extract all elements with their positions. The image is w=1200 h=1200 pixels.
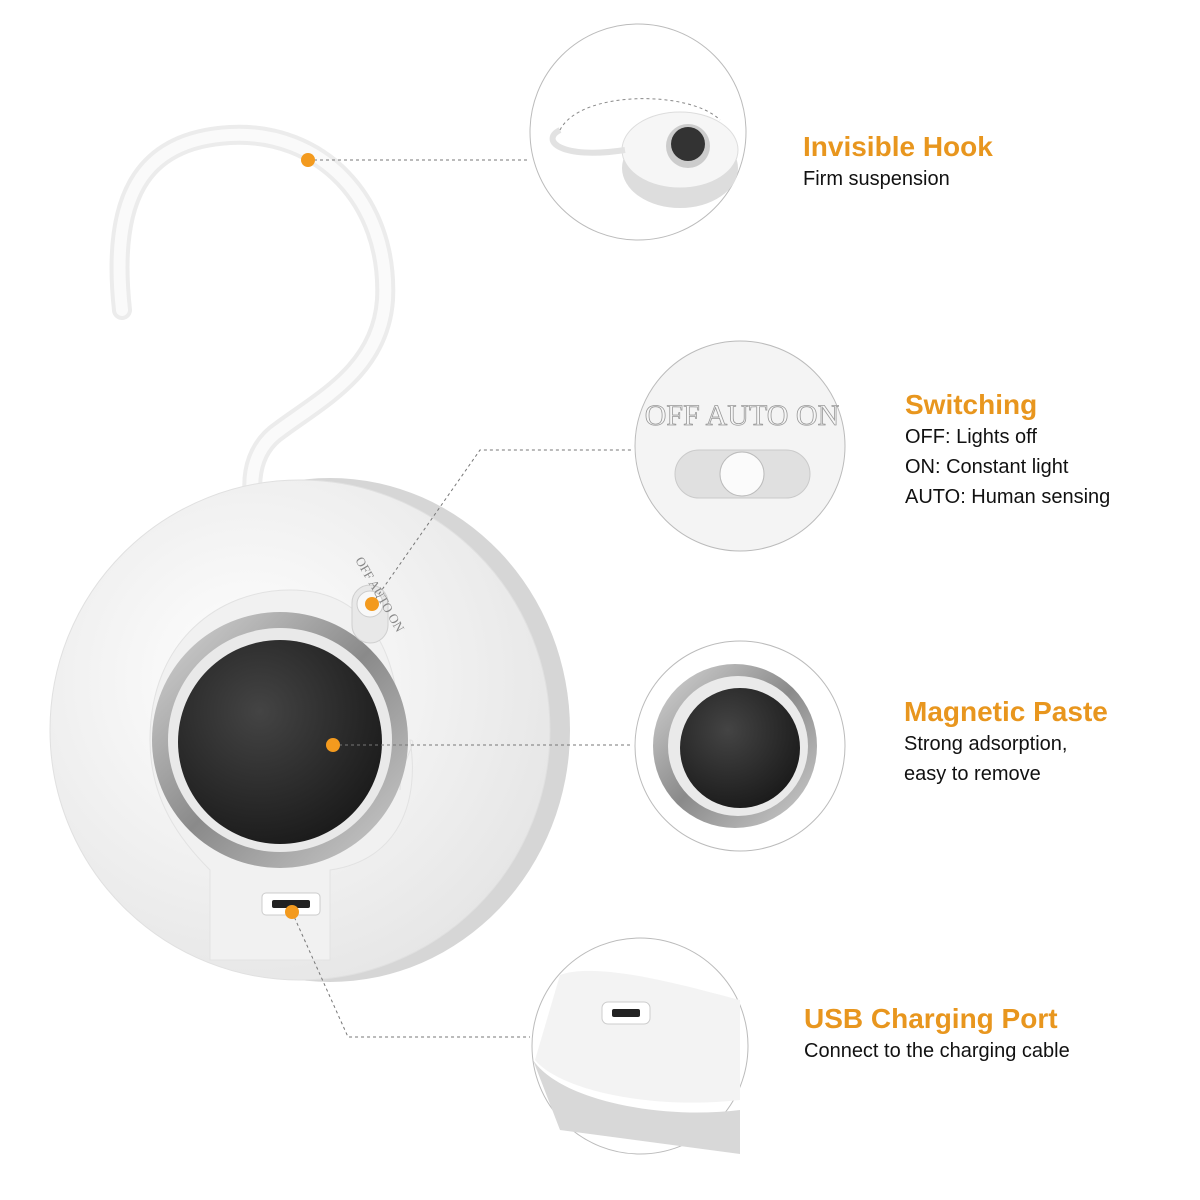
hook-detail-circle (529, 23, 747, 241)
feature-description: easy to remove (904, 763, 1041, 785)
feature-invisible-hook: Invisible Hook Firm suspension (803, 130, 993, 194)
feature-title: USB Charging Port (804, 1003, 1058, 1034)
switch-engraving-closeup: OFF AUTO ON (645, 399, 840, 432)
feature-magnetic-paste: Magnetic Paste Strong adsorption, easy t… (904, 695, 1108, 789)
feature-title: Invisible Hook (803, 131, 993, 162)
magnet-detail-circle (634, 640, 846, 852)
magnet (178, 640, 382, 844)
feature-description: Strong adsorption, (904, 733, 1068, 755)
marker-dot-switch (365, 597, 379, 611)
feature-description: AUTO: Human sensing (905, 486, 1111, 508)
leader-line-usb (291, 911, 530, 1038)
feature-usb-charging-port: USB Charging Port Connect to the chargin… (804, 1002, 1070, 1066)
switch-detail-circle: OFF AUTO ON (634, 340, 846, 552)
feature-title: Magnetic Paste (904, 696, 1108, 727)
feature-description: Firm suspension (803, 168, 950, 190)
feature-description: OFF: Lights off (905, 426, 1037, 448)
marker-dot-usb (285, 905, 299, 919)
usb-detail-circle (531, 937, 749, 1155)
marker-dot-magnet (326, 738, 340, 752)
marker-dot-hook (301, 153, 315, 167)
feature-switching: Switching OFF: Lights off ON: Constant l… (905, 388, 1110, 512)
device-back: OFF AUTO ON (49, 478, 570, 982)
feature-description: Connect to the charging cable (804, 1040, 1070, 1062)
feature-title: Switching (905, 389, 1038, 420)
hook-highlight (113, 128, 392, 531)
leader-line-switch (371, 449, 633, 605)
feature-description: ON: Constant light (905, 456, 1069, 478)
